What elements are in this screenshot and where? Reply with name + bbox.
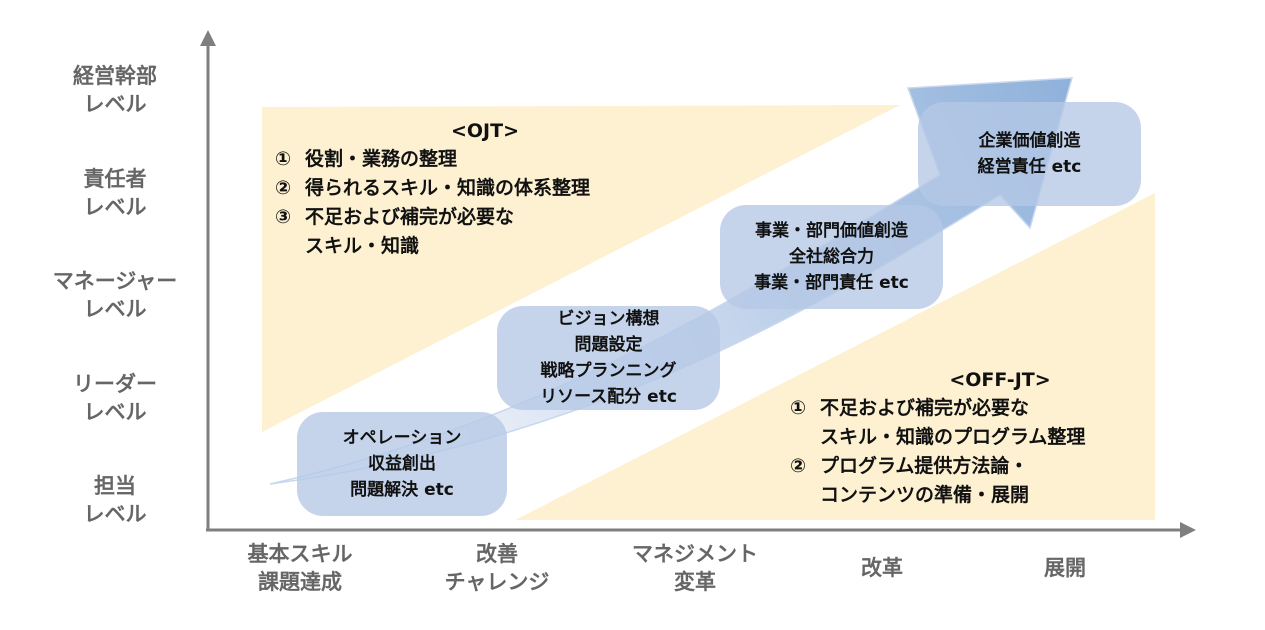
x-stage-sublabel: 変革: [674, 570, 716, 594]
item-text: プログラム提供方法論・ コンテンツの準備・展開: [820, 455, 1030, 506]
box-line: リソース配分 etc: [540, 387, 677, 407]
box-corporate-value: 企業価値創造 経営責任 etc: [918, 102, 1141, 206]
box-business-value: 事業・部門価値創造 全社総合力 事業・部門責任 etc: [720, 205, 943, 309]
x-stage-label: 展開: [1044, 556, 1086, 580]
y-level-label: 責任者: [83, 167, 147, 191]
box-line: ビジョン構想: [557, 309, 660, 329]
item-number: ②: [275, 177, 292, 199]
box-line: 戦略プランニング: [540, 361, 677, 381]
x-stage-sublabel: チャレンジ: [444, 570, 550, 594]
y-level-sublabel: レベル: [83, 297, 147, 321]
x-stage-improvement: 改善 チャレンジ: [412, 540, 582, 596]
item-number: ③: [275, 206, 292, 228]
box-line: 企業価値創造: [978, 131, 1081, 151]
ojt-item: ① 役割・業務の整理: [275, 145, 695, 174]
ojt-background-triangle: [262, 105, 900, 432]
box-line: オペレーション: [342, 428, 462, 448]
y-level-label: リーダー: [73, 372, 157, 396]
box-vision: ビジョン構想 問題設定 戦略プランニング リソース配分 etc: [497, 306, 720, 410]
offjt-item: ② プログラム提供方法論・ コンテンツの準備・展開: [790, 452, 1170, 510]
item-text: 不足および補完が必要な スキル・知識のプログラム整理: [820, 397, 1086, 448]
ojt-title: <OJT>: [450, 120, 520, 142]
item-text: 役割・業務の整理: [305, 148, 458, 170]
box-line: 事業・部門責任 etc: [754, 273, 909, 293]
ojt-note: <OJT> ① 役割・業務の整理 ② 得られるスキル・知識の体系整理 ③ 不足お…: [275, 118, 695, 261]
item-text: 不足および補完が必要な スキル・知識: [305, 206, 515, 257]
box-line: 問題解決 etc: [350, 480, 454, 500]
item-number: ①: [790, 397, 807, 419]
x-stage-reform: 改革: [797, 554, 967, 582]
x-stage-management: マネジメント 変革: [610, 540, 780, 596]
y-axis-arrowhead: [200, 30, 216, 46]
x-stage-sublabel: 課題達成: [258, 570, 342, 594]
y-level-manager: マネージャー レベル: [40, 267, 190, 323]
offjt-item: ① 不足および補完が必要な スキル・知識のプログラム整理: [790, 394, 1170, 452]
y-level-leader: リーダー レベル: [40, 370, 190, 426]
y-level-sublabel: レベル: [83, 400, 147, 424]
offjt-title: <OFF-JT>: [949, 369, 1051, 391]
box-line: 問題設定: [574, 335, 643, 355]
x-axis-arrowhead: [1180, 522, 1196, 538]
y-level-label: 担当: [94, 474, 136, 498]
offjt-note: <OFF-JT> ① 不足および補完が必要な スキル・知識のプログラム整理 ② …: [790, 367, 1170, 510]
item-number: ②: [790, 455, 807, 477]
y-level-sublabel: レベル: [83, 195, 147, 219]
item-text: 得られるスキル・知識の体系整理: [305, 177, 591, 199]
box-line: 収益創出: [368, 454, 436, 474]
y-level-sublabel: レベル: [83, 92, 147, 116]
box-operation: オペレーション 収益創出 問題解決 etc: [297, 412, 507, 516]
y-level-executive: 経営幹部 レベル: [40, 62, 190, 118]
x-stage-label: 改革: [861, 556, 903, 580]
x-stage-basic-skill: 基本スキル 課題達成: [215, 540, 385, 596]
x-stage-label: 基本スキル: [247, 542, 353, 566]
item-number: ①: [275, 148, 292, 170]
offjt-background-triangle: [515, 193, 1155, 520]
box-line: 全社総合力: [789, 247, 874, 267]
box-line: 事業・部門価値創造: [755, 221, 908, 241]
ojt-item: ② 得られるスキル・知識の体系整理: [275, 174, 695, 203]
y-level-manager-in-charge: 責任者 レベル: [40, 165, 190, 221]
y-level-sublabel: レベル: [83, 502, 147, 526]
ojt-item: ③ 不足および補完が必要な スキル・知識: [275, 203, 695, 261]
y-level-label: 経営幹部: [73, 64, 157, 88]
x-stage-label: 改善: [476, 542, 518, 566]
y-level-staff: 担当 レベル: [40, 472, 190, 528]
x-stage-deployment: 展開: [980, 554, 1150, 582]
x-stage-label: マネジメント: [632, 542, 758, 566]
y-level-label: マネージャー: [52, 269, 178, 293]
box-line: 経営責任 etc: [977, 157, 1082, 177]
